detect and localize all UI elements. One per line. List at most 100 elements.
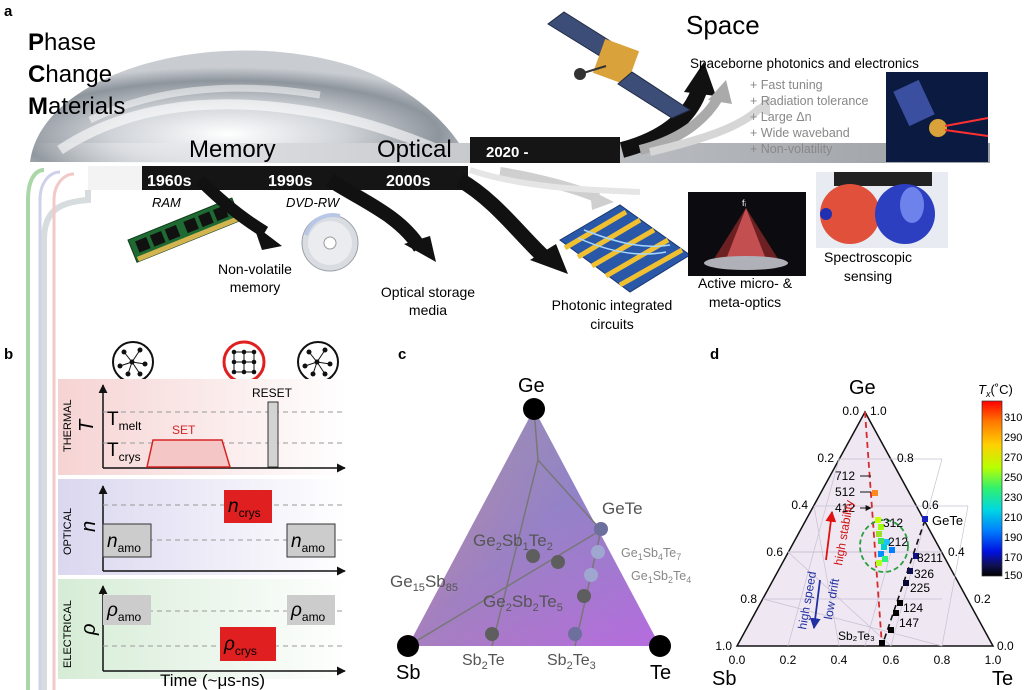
label-ge1sb4te7: Ge1Sb4Te7: [621, 546, 681, 562]
space-benefits-list: + Fast tuning + Radiation tolerance + La…: [750, 78, 869, 156]
svg-text:namo: namo: [107, 531, 141, 555]
amorphous-icon-left: [112, 341, 154, 383]
panel-d: d Ge Sb Te 0.0 0.2 0.4 0.6 0.8 1.0 1.0 0…: [710, 346, 1022, 690]
vertex-sb-dot: [397, 635, 419, 657]
axis-rho: ρ: [78, 624, 100, 636]
svg-text:230: 230: [1004, 492, 1022, 504]
t-melt-label: Tmelt: [107, 409, 142, 433]
panel-b: b THERMAL T Tmelt Tcrys: [4, 340, 348, 690]
svg-text:0.4: 0.4: [948, 545, 965, 559]
svg-text:190: 190: [1004, 532, 1022, 544]
right-edge-ticks: 1.0 0.8 0.6 0.4 0.2 0.0: [870, 404, 1014, 653]
svg-text:0.0: 0.0: [842, 404, 859, 418]
rho-amo-box-2: [287, 595, 335, 625]
row-thermal: THERMAL: [62, 399, 74, 452]
timeline-bar: [142, 166, 468, 190]
year-2020: 2020 -: [486, 144, 529, 161]
n-amo-box-1: [102, 523, 152, 558]
colorbar-ticks: 310 290 270 250 230 210 190 170 150: [1004, 412, 1022, 582]
era-arrows: [195, 62, 770, 274]
svg-text:312: 312: [883, 516, 903, 530]
point-ge1sb2te4: [584, 568, 598, 582]
outcome-spectro-2: sensing: [844, 268, 892, 284]
label-sb2te3: Sb2Te3: [547, 652, 596, 672]
label-gete: GeTe: [602, 499, 643, 518]
svg-text:8211: 8211: [917, 551, 943, 565]
timeline-bar-2020: [470, 137, 620, 163]
svg-text:270: 270: [1004, 452, 1022, 464]
svg-text:GeTe: GeTe: [932, 513, 963, 528]
benefit-5: + Non-volatility: [750, 142, 833, 156]
vertex-te-label: Te: [650, 662, 671, 684]
svg-text:210: 210: [1004, 512, 1022, 524]
svg-text:225: 225: [910, 581, 930, 595]
era-optical: Optical: [377, 136, 452, 163]
point-sb2te: [485, 627, 499, 641]
outcome-nonvolatile-2: memory: [230, 279, 281, 295]
svg-text:290: 290: [1004, 432, 1022, 444]
rho-crys-box: [220, 627, 276, 661]
vertex-sb-label: Sb: [396, 662, 420, 684]
svg-text:0.2: 0.2: [974, 592, 991, 606]
svg-text:0.4: 0.4: [831, 653, 848, 667]
year-1990s: 1990s: [268, 173, 313, 190]
svg-text:Sb₂Te₃: Sb₂Te₃: [838, 629, 875, 643]
svg-text:0.0: 0.0: [729, 653, 746, 667]
rho-amo-box-1: [103, 595, 151, 625]
benefit-1: + Fast tuning: [750, 78, 823, 92]
pcm-title: Phase Change Materials: [28, 29, 125, 120]
panel-b-label: b: [4, 346, 13, 363]
label-sb2te: Sb2Te: [462, 652, 505, 672]
svg-text:ρcrys: ρcrys: [223, 634, 257, 658]
svg-text:ρamo: ρamo: [106, 600, 142, 624]
outcome-optical-1: Optical storage: [381, 284, 475, 300]
row-optical: OPTICAL: [62, 508, 74, 555]
row-electrical: ELECTRICAL: [62, 600, 74, 668]
outcome-nonvolatile-1: Non-volatile: [218, 261, 292, 277]
svg-text:412: 412: [835, 501, 855, 515]
svg-text:150: 150: [1004, 570, 1022, 582]
axis-t: T: [76, 418, 98, 432]
n-crys-box: [224, 490, 272, 523]
benefit-4: + Wide waveband: [750, 126, 850, 140]
era-memory: Memory: [189, 136, 276, 163]
svg-text:0.6: 0.6: [766, 545, 783, 559]
svg-text:0.2: 0.2: [817, 451, 834, 465]
benefit-2: + Radiation tolerance: [750, 94, 869, 108]
svg-text:512: 512: [835, 485, 855, 499]
panel-d-label: d: [710, 346, 719, 363]
outcome-photonic-1: Photonic integrated: [552, 297, 673, 313]
d-vertex-te: Te: [992, 668, 1013, 690]
svg-text:310: 310: [1004, 412, 1022, 424]
svg-text:0.6: 0.6: [883, 653, 900, 667]
satellite-image: [547, 11, 692, 119]
svg-text:ρamo: ρamo: [290, 600, 326, 624]
svg-text:0.6: 0.6: [922, 498, 939, 512]
svg-text:1.0: 1.0: [870, 404, 887, 418]
cluster-ellipse: [859, 519, 909, 573]
svg-text:0.8: 0.8: [934, 653, 951, 667]
point-ge15sb85: [526, 549, 540, 563]
outcome-optical-2: media: [409, 302, 447, 318]
panel-a: a Phase Change Materials Memory Optical …: [4, 3, 990, 690]
left-edge-ticks: 0.0 0.2 0.4 0.6 0.8 1.0: [715, 404, 859, 653]
svg-text:0.4: 0.4: [791, 498, 808, 512]
vertex-ge-label: Ge: [518, 375, 545, 397]
point-sb2te3: [568, 627, 582, 641]
svg-text:147: 147: [899, 616, 919, 630]
ram-image: [127, 197, 242, 263]
amorphous-icon-right: [297, 341, 339, 383]
d-vertex-ge: Ge: [849, 377, 876, 399]
panel-a-label: a: [4, 3, 13, 20]
lens-focal-label: fᵢ: [742, 198, 746, 208]
svg-text:0.8: 0.8: [740, 592, 757, 606]
outcome-photonic-2: circuits: [590, 316, 634, 332]
dvd-label: DVD-RW: [286, 195, 341, 210]
vertex-te-dot: [649, 635, 671, 657]
space-heading: Spaceborne photonics and electronics: [690, 56, 919, 71]
year-1960s: 1960s: [147, 173, 192, 190]
panel-c: c Ge Sb Te Ge2Sb1Te2 Ge15Sb85 Ge2Sb2Te5 …: [390, 346, 691, 684]
svg-text:124: 124: [903, 601, 923, 615]
svg-text:Phase: Phase: [28, 29, 96, 56]
